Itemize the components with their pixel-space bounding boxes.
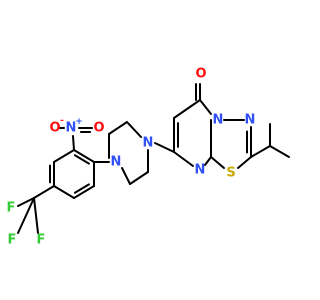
atom-piperazine-nitrogen-1: N (143, 136, 154, 151)
atom-nitro-nitrogen: N (66, 121, 77, 136)
bond-line (17, 197, 35, 234)
bond-line (121, 167, 131, 185)
bond-line (237, 156, 252, 169)
bond-line (126, 121, 142, 138)
atom-thiadiazole-nitrogen: N (245, 113, 256, 128)
bond-lines (17, 83, 290, 234)
atom-bridge-nitrogen: N (213, 113, 224, 128)
bond-line (108, 121, 128, 135)
bond-line (53, 185, 75, 199)
molecule-structure-diagram: O N N S N N N N + O - O F F F (7, 67, 290, 248)
bond-line (204, 156, 212, 166)
bond-line (73, 185, 95, 199)
nitro-nitrogen-positive-charge: + (75, 117, 83, 127)
bond-line (73, 183, 90, 194)
bond-line (250, 145, 271, 158)
bond-line (33, 197, 39, 234)
atom-thiadiazole-sulfur: S (226, 166, 235, 181)
bond-line (33, 185, 55, 199)
atom-pyrimidine-nitrogen: N (195, 163, 206, 178)
bond-line (129, 171, 149, 185)
bond-line (154, 142, 175, 153)
atom-fluorine-2: F (37, 233, 46, 248)
bond-line (269, 145, 290, 158)
bond-line (173, 99, 201, 119)
bond-line (73, 149, 95, 163)
atom-fluorine-1: F (7, 201, 16, 216)
bond-line (72, 135, 75, 151)
atom-nitro-oxygen-2: O (93, 121, 104, 136)
bond-line (17, 197, 35, 207)
bond-line (210, 156, 225, 169)
bond-line (173, 151, 194, 167)
atom-labels: O N N S N N N N + O - O F F F (7, 67, 256, 248)
bond-line (73, 154, 90, 165)
atom-piperazine-nitrogen-2: N (111, 155, 122, 170)
atom-carbonyl-oxygen: O (195, 67, 206, 82)
bond-line (199, 99, 212, 115)
nitro-oxygen-negative-charge: - (60, 116, 64, 126)
atom-fluorine-3: F (8, 233, 17, 248)
bond-line (53, 149, 75, 163)
atom-nitro-oxygen-1: O (49, 121, 60, 136)
